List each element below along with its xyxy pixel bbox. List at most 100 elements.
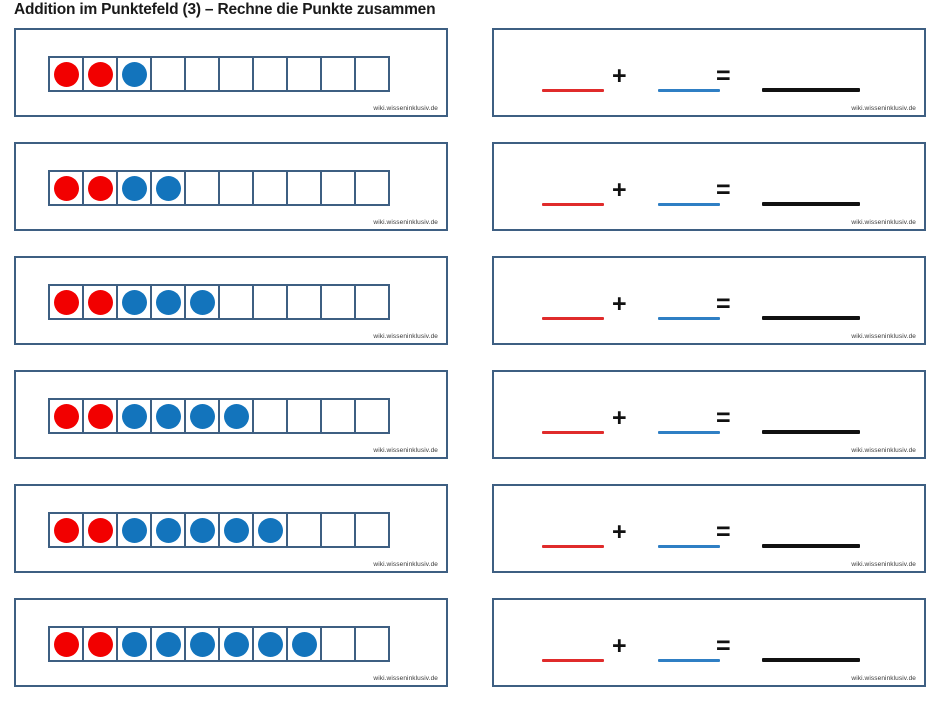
dot-cell-empty[interactable] xyxy=(252,56,288,92)
dot-cell-blue[interactable] xyxy=(218,626,254,662)
dot-cell-blue[interactable] xyxy=(116,56,152,92)
dot-cell-red[interactable] xyxy=(48,170,84,206)
dot-cell-red[interactable] xyxy=(48,398,84,434)
dot-field-box: wiki.wisseninklusiv.de xyxy=(14,28,448,117)
dot-field xyxy=(48,626,390,662)
blue-addend-blank[interactable] xyxy=(658,317,720,320)
dot-cell-empty[interactable] xyxy=(320,626,356,662)
dot-cell-empty[interactable] xyxy=(218,170,254,206)
dot-cell-blue[interactable] xyxy=(184,512,220,548)
dot-cell-empty[interactable] xyxy=(286,284,322,320)
dot-cell-empty[interactable] xyxy=(184,170,220,206)
sum-blank[interactable] xyxy=(762,544,860,548)
dot-cell-red[interactable] xyxy=(48,56,84,92)
dot-cell-empty[interactable] xyxy=(150,56,186,92)
dot-cell-empty[interactable] xyxy=(354,170,390,206)
dot-cell-red[interactable] xyxy=(82,284,118,320)
dot-cell-blue[interactable] xyxy=(116,170,152,206)
dot-cell-blue[interactable] xyxy=(150,170,186,206)
plus-operator: + xyxy=(612,632,627,660)
equation-box: +=wiki.wisseninklusiv.de xyxy=(492,28,926,117)
dot-cell-empty[interactable] xyxy=(354,398,390,434)
watermark: wiki.wisseninklusiv.de xyxy=(373,219,438,226)
dot-cell-red[interactable] xyxy=(82,56,118,92)
red-dot-icon xyxy=(53,289,79,315)
watermark: wiki.wisseninklusiv.de xyxy=(851,447,916,454)
dot-cell-empty[interactable] xyxy=(218,284,254,320)
blue-dot-icon xyxy=(121,631,147,657)
watermark: wiki.wisseninklusiv.de xyxy=(373,675,438,682)
blue-addend-blank[interactable] xyxy=(658,203,720,206)
dot-cell-empty[interactable] xyxy=(286,512,322,548)
blue-addend-blank[interactable] xyxy=(658,89,720,92)
red-addend-blank[interactable] xyxy=(542,545,604,548)
red-addend-blank[interactable] xyxy=(542,659,604,662)
red-addend-blank[interactable] xyxy=(542,89,604,92)
dot-cell-blue[interactable] xyxy=(116,284,152,320)
sum-blank[interactable] xyxy=(762,316,860,320)
equation: += xyxy=(494,144,924,229)
dot-cell-red[interactable] xyxy=(48,284,84,320)
dot-cell-blue[interactable] xyxy=(218,398,254,434)
dot-cell-blue[interactable] xyxy=(116,398,152,434)
dot-cell-blue[interactable] xyxy=(184,284,220,320)
watermark: wiki.wisseninklusiv.de xyxy=(851,219,916,226)
sum-blank[interactable] xyxy=(762,430,860,434)
dot-cell-blue[interactable] xyxy=(116,626,152,662)
dot-cell-empty[interactable] xyxy=(320,170,356,206)
red-addend-blank[interactable] xyxy=(542,203,604,206)
sum-blank[interactable] xyxy=(762,658,860,662)
dot-cell-empty[interactable] xyxy=(252,398,288,434)
dot-cell-empty[interactable] xyxy=(184,56,220,92)
dot-cell-empty[interactable] xyxy=(286,398,322,434)
dot-cell-empty[interactable] xyxy=(354,626,390,662)
dot-cell-blue[interactable] xyxy=(218,512,254,548)
dot-cell-blue[interactable] xyxy=(252,626,288,662)
dot-cell-empty[interactable] xyxy=(320,398,356,434)
equation-box: +=wiki.wisseninklusiv.de xyxy=(492,370,926,459)
dot-cell-empty[interactable] xyxy=(354,512,390,548)
dot-cell-blue[interactable] xyxy=(252,512,288,548)
dot-field xyxy=(48,284,390,320)
dot-cell-blue[interactable] xyxy=(150,626,186,662)
equals-operator: = xyxy=(716,290,731,318)
dot-cell-empty[interactable] xyxy=(320,284,356,320)
dot-cell-empty[interactable] xyxy=(218,56,254,92)
blue-dot-icon xyxy=(155,289,181,315)
dot-cell-red[interactable] xyxy=(48,626,84,662)
dot-cell-red[interactable] xyxy=(82,512,118,548)
dot-cell-blue[interactable] xyxy=(184,398,220,434)
dot-cell-empty[interactable] xyxy=(320,56,356,92)
blue-addend-blank[interactable] xyxy=(658,431,720,434)
dot-cell-blue[interactable] xyxy=(116,512,152,548)
dot-cell-red[interactable] xyxy=(82,170,118,206)
red-addend-blank[interactable] xyxy=(542,317,604,320)
dot-cell-red[interactable] xyxy=(82,626,118,662)
blue-dot-icon xyxy=(121,403,147,429)
dot-cell-blue[interactable] xyxy=(184,626,220,662)
exercise-row: wiki.wisseninklusiv.de+=wiki.wisseninklu… xyxy=(0,370,940,460)
dot-cell-empty[interactable] xyxy=(320,512,356,548)
dot-cell-blue[interactable] xyxy=(286,626,322,662)
dot-cell-empty[interactable] xyxy=(354,56,390,92)
dot-cell-blue[interactable] xyxy=(150,284,186,320)
dot-cell-blue[interactable] xyxy=(150,512,186,548)
dot-cell-empty[interactable] xyxy=(252,170,288,206)
dot-cell-empty[interactable] xyxy=(354,284,390,320)
red-addend-blank[interactable] xyxy=(542,431,604,434)
blue-dot-icon xyxy=(257,631,283,657)
plus-operator: + xyxy=(612,290,627,318)
dot-cell-red[interactable] xyxy=(48,512,84,548)
dot-cell-red[interactable] xyxy=(82,398,118,434)
dot-cell-empty[interactable] xyxy=(252,284,288,320)
dot-cell-empty[interactable] xyxy=(286,170,322,206)
dot-cell-blue[interactable] xyxy=(150,398,186,434)
sum-blank[interactable] xyxy=(762,202,860,206)
watermark: wiki.wisseninklusiv.de xyxy=(373,105,438,112)
blue-addend-blank[interactable] xyxy=(658,545,720,548)
dot-cell-empty[interactable] xyxy=(286,56,322,92)
blue-addend-blank[interactable] xyxy=(658,659,720,662)
sum-blank[interactable] xyxy=(762,88,860,92)
blue-dot-icon xyxy=(121,61,147,87)
